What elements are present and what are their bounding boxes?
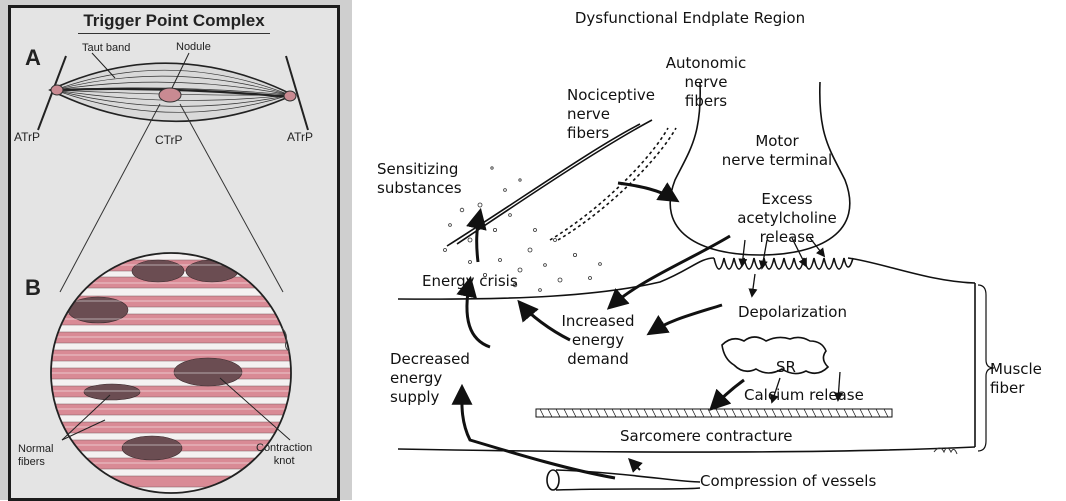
label-b: B [25,275,41,300]
motor-terminal-label: Motor nerve terminal [721,132,833,169]
trigger-point-illustration [37,52,309,494]
muscle-fiber-brace [977,284,995,452]
magnify-circle [50,252,292,494]
sr-label: SR [776,358,796,376]
increased-demand-label: Increased energy demand [561,312,635,368]
autonomic-label: Autonomic nerve fibers [665,54,747,110]
zoom-line-left [59,103,161,293]
compression-label: Compression of vessels [700,472,877,490]
nociceptive-label: Nociceptive nerve fibers [567,86,655,142]
zoom-line-right [179,103,284,293]
muscle-fiber-label: Muscle fiber [990,360,1042,397]
motor-nerve-terminal [669,81,851,256]
nodule-label: Nodule [176,41,211,53]
sarcomere-label: Sarcomere contracture [620,427,793,445]
sensitizing-label: Sensitizing substances [377,160,462,197]
muscle-spindle [37,52,309,131]
normal-fibers-label: Normal fibers [18,443,54,468]
decreased-supply-label: Decreased energy supply [390,350,470,406]
label-a: A [25,45,41,70]
taut-band-label: Taut band [82,42,131,54]
title-underline [78,33,270,34]
normal-fibers-leader [61,394,111,441]
contraction-knot-leader [219,377,291,441]
trigger-point-panel: Trigger Point Complex [0,0,352,501]
depolarization-label: Depolarization [738,303,847,321]
endplate-folds [713,257,854,270]
muscle-lower-membrane [397,446,976,453]
ctrp-label: CTrP [155,133,183,147]
compressed-vessel [555,469,701,491]
sensitizing-particles [443,166,602,292]
flow-arrows [451,181,745,480]
energy-crisis-label: Energy crisis [422,272,518,290]
excess-ach-label: Excess acetylcholine release [737,190,837,246]
contraction-knot-label: Contraction knot [256,442,313,467]
artist-signature [933,447,958,455]
magnified-fibers [51,253,291,493]
contraction-knots [67,259,243,461]
panel-title: Trigger Point Complex [83,11,265,30]
diagram-title: Dysfunctional Endplate Region [574,9,806,27]
atrp-left-label: ATrP [14,130,40,144]
sarcoplasmic-reticulum [721,336,830,375]
atrp-right-label: ATrP [287,130,313,144]
calcium-release-label: Calcium release [744,386,864,404]
sarcomere-band [535,408,893,418]
